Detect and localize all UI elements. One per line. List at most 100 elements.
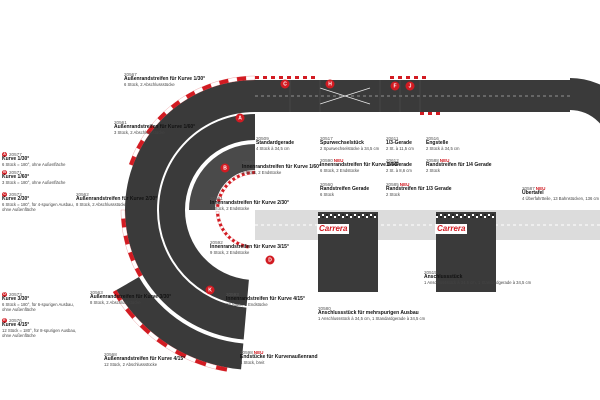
logo-connector-2: Carrera bbox=[435, 224, 468, 234]
curve-2-30 bbox=[125, 210, 247, 340]
checkered-flag bbox=[318, 216, 320, 218]
part-name: Endstücke für Kurvenaußenrand bbox=[240, 354, 318, 361]
marker-badge-circle bbox=[265, 255, 275, 265]
marker-badge-label: A bbox=[238, 116, 242, 122]
curve-3-15 bbox=[159, 210, 249, 306]
part-note: 3 Stück, 2 Abschlussstücke bbox=[114, 129, 165, 135]
checkered-flag bbox=[374, 216, 376, 218]
curb-inner-1-60 bbox=[252, 170, 256, 175]
curb-strip-straight bbox=[436, 112, 440, 115]
curb-outer-3-30 bbox=[121, 218, 127, 228]
checkered-flag bbox=[374, 214, 376, 216]
curve-tracks bbox=[116, 78, 600, 370]
curb-strip-straight bbox=[424, 112, 428, 115]
part-name: Standardgerade bbox=[256, 140, 295, 147]
part-note: 6 Stück bbox=[320, 191, 334, 197]
part-number: 20611 bbox=[386, 136, 399, 141]
checkered-flag bbox=[488, 214, 490, 216]
part-number: 20563 bbox=[90, 290, 103, 295]
checkered-flag bbox=[350, 214, 352, 216]
label-20551: 20551 Innenrandstreifen für Kurve 1/60° … bbox=[242, 160, 321, 175]
checkered-flag bbox=[362, 216, 364, 218]
part-number: 20568 bbox=[104, 352, 117, 357]
part-name: Außenrandstreifen für Kurve 2/30° bbox=[76, 196, 158, 203]
checkered-flag bbox=[480, 216, 482, 218]
curb-inner-2-30 bbox=[216, 213, 220, 217]
part-note: 12 Stück, 2 Abschlussstücke bbox=[104, 361, 158, 367]
label-20593: 20593 Innenrandstreifen für Kurve 4/15° … bbox=[226, 292, 305, 307]
label-20587: 20587NEU Übertafel 4 Überfahrtteile, 13 … bbox=[522, 186, 599, 201]
checkered-flag bbox=[370, 214, 372, 216]
part-name: Randstreifen für 1/3 Gerade bbox=[386, 186, 452, 193]
legend-name: Kurve 4/15° bbox=[2, 322, 30, 329]
part-note: 2 Stück bbox=[426, 167, 440, 173]
part-note: 2 St. à 8,6 cm bbox=[386, 167, 412, 173]
marker-badge-circle bbox=[325, 79, 335, 89]
part-name: Außenrandstreifen für Kurve 1/60° bbox=[114, 124, 196, 131]
checkered-flag bbox=[318, 214, 320, 216]
checkered-flag bbox=[460, 214, 462, 216]
part-name: Außenrandstreifen für Kurve 1/30° bbox=[124, 76, 206, 83]
part-note: 4 Stück à 34,5 cm bbox=[256, 145, 290, 151]
checkered-flag bbox=[444, 216, 446, 218]
part-note: 2 Stück bbox=[386, 191, 400, 197]
marker-badge-circle bbox=[205, 285, 215, 295]
part-number: 20516 bbox=[426, 136, 439, 141]
marker-badge-label: K bbox=[208, 288, 212, 294]
part-note: 8 Stück, 2 Abschlussstücke bbox=[90, 299, 141, 305]
part-note: 1 Anschlussstück à 34,5 cm, 1 Standardge… bbox=[424, 279, 532, 285]
curb-strip-straight bbox=[390, 76, 394, 79]
label-20591: 20591 Innenrandstreifen für Kurve 2/30° … bbox=[210, 196, 289, 211]
lane-change-markings bbox=[319, 87, 371, 105]
checkered-flag bbox=[492, 216, 494, 218]
checkered-flag bbox=[492, 214, 494, 216]
part-note: 1 Anschlussstück à 34,5 cm, 1 Standardge… bbox=[318, 315, 426, 321]
part-note: 8 Stück, 2 Abschlussstücke bbox=[76, 201, 127, 207]
part-number: 20560 bbox=[320, 182, 333, 187]
curb-strip-straight bbox=[291, 76, 295, 79]
curb-strip-straight bbox=[406, 76, 410, 79]
curve-1-60 bbox=[125, 80, 255, 210]
legend-note: 12 Stück = 180°, für 8-spurigen Ausbau, … bbox=[2, 327, 77, 338]
straight-light-band bbox=[255, 210, 600, 240]
part-name: Außenrandstreifen für Kurve 3/30° bbox=[90, 294, 172, 301]
checkered-flag bbox=[444, 214, 446, 216]
label-20598: 20598NEU Endstücke für Kurvenaußenrand 4… bbox=[240, 350, 318, 365]
curb-strip-straight bbox=[295, 76, 299, 79]
checkered-flag bbox=[362, 214, 364, 216]
part-number: 20585NEU bbox=[386, 182, 410, 187]
checkered-flag bbox=[448, 214, 450, 216]
part-number: 20561 bbox=[114, 120, 127, 125]
curb-outer-4-15 bbox=[112, 289, 123, 302]
legend-note: 3 Stück = 180°, ohne Außenfläche bbox=[2, 179, 66, 185]
curve-inner bbox=[189, 144, 255, 210]
curb-strip-straight bbox=[432, 112, 436, 115]
part-note: 9 Stück, 2 Endstücke bbox=[210, 249, 250, 255]
part-name: 1/3-Gerade bbox=[386, 140, 412, 147]
checkered-flag bbox=[472, 214, 474, 216]
curb-strip-straight bbox=[271, 76, 275, 79]
checkered-flag bbox=[326, 216, 328, 218]
part-name: Anschlussstück für mehrspurigen Ausbau bbox=[318, 310, 419, 317]
label-20561-outer: 20561 Außenrandstreifen für Kurve 1/60° … bbox=[114, 120, 195, 135]
checkered-flag bbox=[476, 214, 478, 216]
part-note: 2 Stück à 34,5 cm bbox=[426, 145, 460, 151]
checkered-flag bbox=[484, 216, 486, 218]
label-20515: 20515 Anschlussstück 1 Anschlussstück à … bbox=[424, 270, 531, 285]
curb-strip-straight bbox=[426, 76, 430, 79]
checkered-flag bbox=[452, 216, 454, 218]
logo-connector-1: Carrera bbox=[317, 224, 350, 234]
checkered-flag bbox=[366, 216, 368, 218]
part-name: 1/4-Gerade bbox=[386, 162, 412, 169]
part-number: 20509 bbox=[256, 136, 269, 141]
label-20585: 20585NEU Randstreifen für 1/3 Gerade 2 S… bbox=[386, 182, 452, 197]
label-20611: 20611 1/3-Gerade 2 St. à 11,5 cm bbox=[386, 136, 414, 151]
curb-strip-straight bbox=[402, 76, 406, 79]
curb-inner-2-30 bbox=[215, 211, 220, 215]
checkered-flag bbox=[370, 216, 372, 218]
legend-name: Kurve 3/30° bbox=[2, 296, 30, 303]
checkered-flag bbox=[342, 214, 344, 216]
